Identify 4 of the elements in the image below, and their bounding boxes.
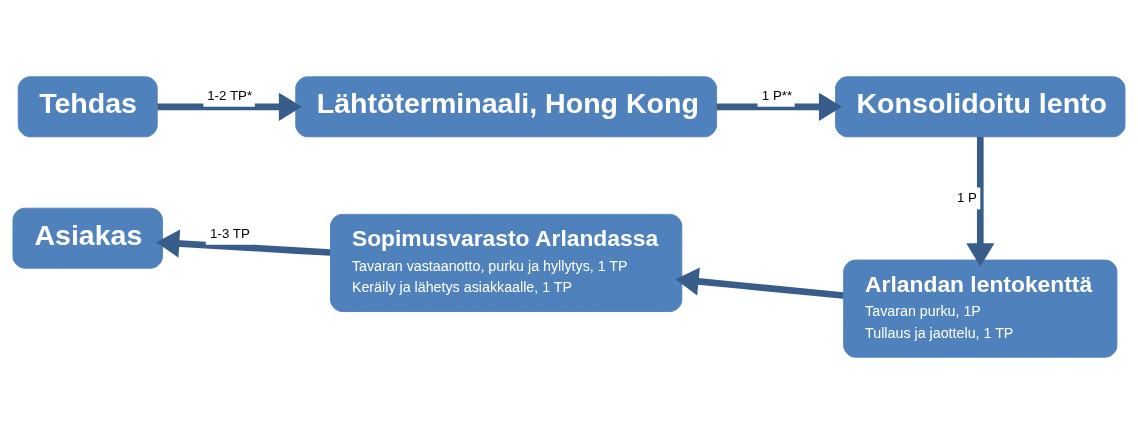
edge-label: 1-3 TP — [210, 225, 250, 241]
edge-label: 1 P** — [761, 87, 793, 103]
edge-label: 1 P — [956, 190, 977, 206]
edge-label: 1-2 TP* — [207, 87, 253, 103]
